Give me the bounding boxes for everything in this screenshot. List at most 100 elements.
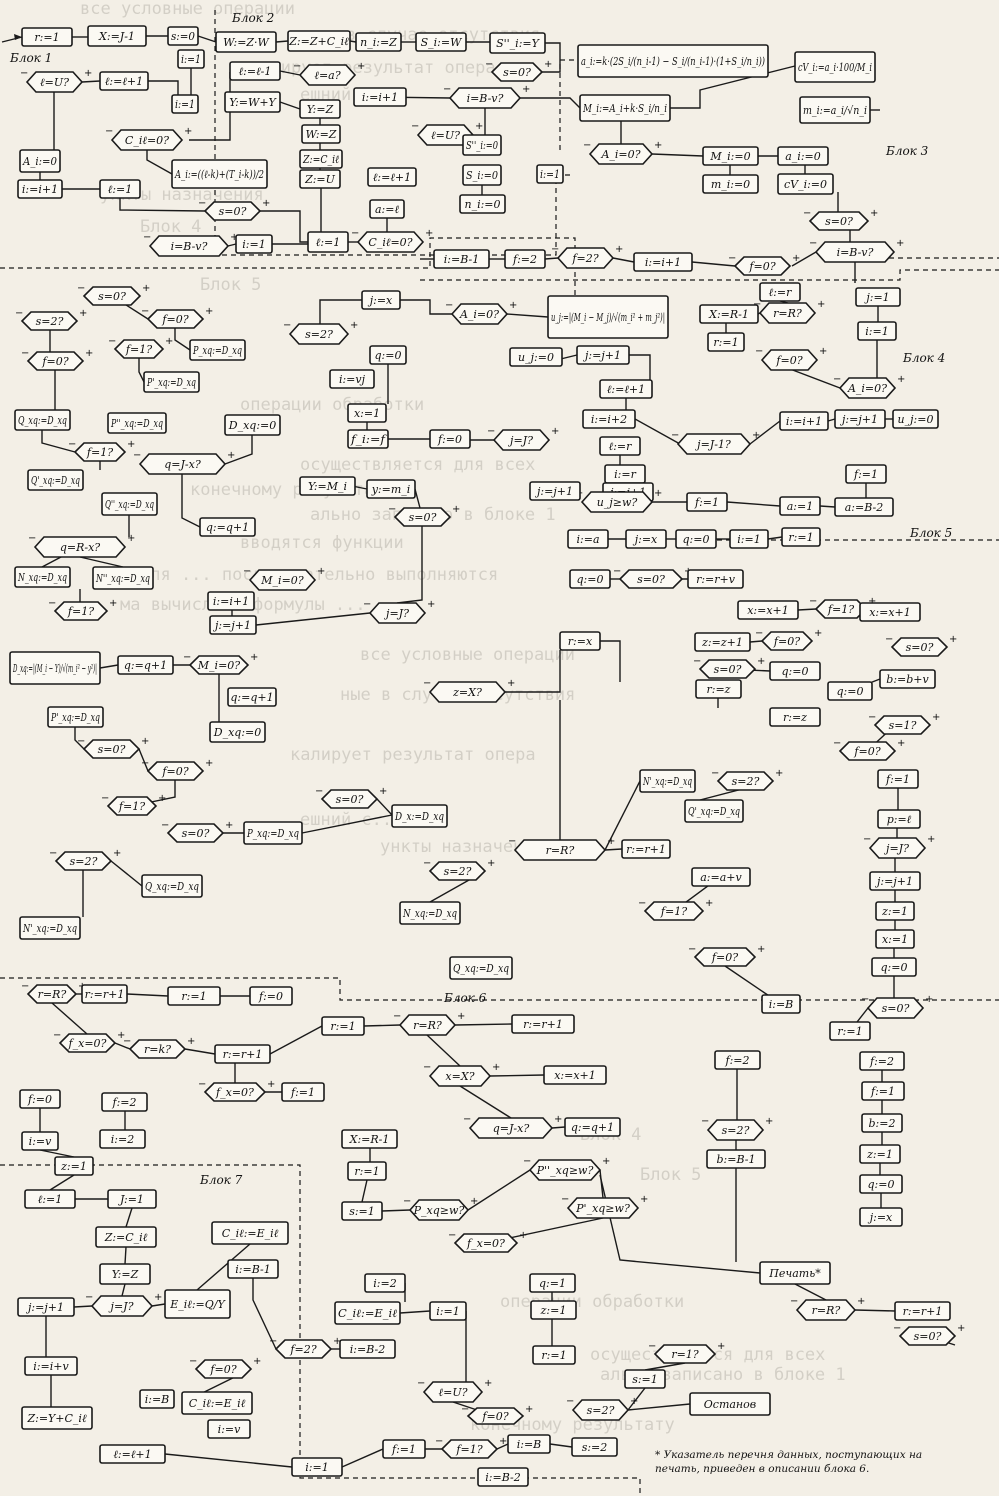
node-label: r:=1 xyxy=(713,336,738,349)
branch-plus: + xyxy=(896,238,904,249)
branch-minus: − xyxy=(351,228,359,239)
process-box-n-r-x: r:=x xyxy=(560,632,600,650)
node-label: u_j:=0 xyxy=(518,351,554,364)
decision-node-n-f1q6: +−f=1? xyxy=(435,1436,507,1458)
process-box-n-mi0: m_i:=0 xyxy=(703,175,758,193)
node-label: n_i:=0 xyxy=(464,198,500,211)
footnote-line: печать, приведен в описании блока 6. xyxy=(655,1463,869,1475)
block-label-5: Блок 5 xyxy=(909,526,952,540)
node-label: ℓ:=ℓ+1 xyxy=(373,171,411,184)
decision-node-n-r-rq2: +−r=R? xyxy=(790,1296,865,1320)
block-label-4: Блок 4 xyxy=(902,351,945,365)
node-label: f=0? xyxy=(209,1363,236,1376)
process-box-n-q-d2: Q_xq:=D_xq xyxy=(450,957,512,979)
connector-line xyxy=(125,1247,126,1264)
decision-node-n-ai0q: +−A_i=0? xyxy=(583,140,662,164)
branch-minus: − xyxy=(861,994,869,1005)
connector-line xyxy=(795,1284,826,1300)
process-box-n-u0: u_j:=0 xyxy=(510,348,562,366)
process-box-n-q2-xq: Q''_xq:=D_xq xyxy=(102,493,157,515)
process-box-n-l-r: ℓ:=r xyxy=(600,437,640,455)
decision-node-n-s0q4: +−s=0? xyxy=(613,566,692,588)
process-box-n-f0c: f:=0 xyxy=(20,1090,60,1108)
process-box-n-q0: q:=0 xyxy=(370,346,406,364)
process-box-n-rr1: r:=1 xyxy=(168,987,220,1005)
branch-minus: − xyxy=(315,786,323,797)
process-box-n-a-b2: a:=B-2 xyxy=(835,498,893,516)
node-label: s=0? xyxy=(637,573,665,586)
node-label: x:=x+1 xyxy=(747,604,789,617)
branch-plus: + xyxy=(142,283,150,294)
branch-plus: + xyxy=(425,228,433,239)
node-label: f=0? xyxy=(853,745,880,758)
decision-node-n-s0q9: +−s=0? xyxy=(885,634,957,656)
node-label: r=R? xyxy=(38,988,67,1001)
node-label: P'_xq:=D_xq xyxy=(146,376,196,389)
branch-minus: − xyxy=(755,346,763,357)
node-label: j=J? xyxy=(507,434,533,447)
node-label: i:=i+2 xyxy=(591,413,627,426)
node-label: x:=1 xyxy=(354,407,380,420)
node-label: j:=j+1 xyxy=(874,875,913,888)
node-label: a:=ℓ xyxy=(375,203,399,216)
process-box-n-z1: z:=1 xyxy=(876,902,914,920)
connector-line xyxy=(74,1306,92,1307)
node-label: q:=0 xyxy=(683,533,710,546)
node-label: Q'_xq:=D_xq xyxy=(688,805,740,818)
branch-plus: + xyxy=(717,1341,725,1352)
node-label: j:=x xyxy=(867,1211,893,1224)
decision-node-n-l-u: +−ℓ=U? xyxy=(20,68,92,92)
process-box-n-i-b3: i:=B xyxy=(140,1390,174,1408)
node-label: s:=1 xyxy=(632,1373,658,1386)
branch-minus: − xyxy=(411,121,419,132)
node-label: z:=1 xyxy=(540,1304,567,1317)
node-label: q:=0 xyxy=(375,349,402,362)
connector-line xyxy=(768,537,782,539)
node-label: a_i:=0 xyxy=(785,150,821,163)
bleed-through-text: калирует результат опера xyxy=(290,745,536,765)
decision-node-n-pxq2: +−P''_xq≥w? xyxy=(523,1156,610,1180)
process-box-n-x-r1b: X:=R-1 xyxy=(342,1130,397,1148)
branch-plus: + xyxy=(792,253,800,264)
node-label: C_iℓ=0? xyxy=(125,134,169,147)
process-box-n-j-j1d: j:=j+1 xyxy=(530,482,580,500)
process-box-n-q-q1d: q:=q+1 xyxy=(565,1118,620,1136)
node-label: s=2? xyxy=(305,328,333,341)
bleed-through-text: ешний с... xyxy=(300,810,402,830)
process-box-n-r1d: r:=1 xyxy=(322,1017,364,1035)
node-label: r=R? xyxy=(773,307,802,320)
process-box-n-j-j1f: j:=j+1 xyxy=(18,1298,74,1316)
bleed-through-text: вводятся функции xyxy=(240,533,404,553)
branch-minus: − xyxy=(388,504,396,515)
branch-minus: − xyxy=(551,244,559,255)
node-label: s=2? xyxy=(70,855,98,868)
node-label: x=X? xyxy=(445,1070,474,1083)
process-box-n-i-b22: i:=B-2 xyxy=(478,1468,528,1486)
connector-line xyxy=(382,1210,410,1211)
node-label: i:=i+1 xyxy=(213,595,249,608)
node-label: D_xq:=0 xyxy=(213,726,262,739)
branch-minus: − xyxy=(755,628,763,639)
process-box-n-w-z: W:=Z xyxy=(302,125,340,143)
bleed-through-text: операции обработки xyxy=(240,395,424,415)
connector-line xyxy=(507,314,548,317)
node-label: b:=2 xyxy=(869,1117,896,1130)
process-box-n-cv: cV_i:=a_i·100/M_i xyxy=(795,52,875,82)
node-label: N_xq:=D_xq xyxy=(402,907,457,920)
node-label: s=0? xyxy=(409,511,437,524)
block-label-6: Блок 6 xyxy=(443,991,487,1005)
branch-minus: − xyxy=(20,68,28,79)
branch-plus: + xyxy=(317,566,325,577)
node-label: f:=2 xyxy=(869,1055,894,1068)
decision-node-n-s2q4: +−s=2? xyxy=(423,858,495,880)
decision-node-n-s2q3: +−s=2? xyxy=(49,848,121,870)
node-label: i:=i+v xyxy=(33,1360,69,1373)
node-label: f=1? xyxy=(86,446,113,459)
process-box-n-z-u: Z:=U xyxy=(300,170,340,188)
branch-minus: − xyxy=(423,1062,431,1073)
node-label: S''_i:=0 xyxy=(466,139,498,152)
process-box-n-q0h: q:=0 xyxy=(860,1175,902,1193)
block-label-1: Блок 1 xyxy=(9,51,52,65)
connector-line xyxy=(520,98,580,108)
branch-plus: + xyxy=(705,898,713,909)
